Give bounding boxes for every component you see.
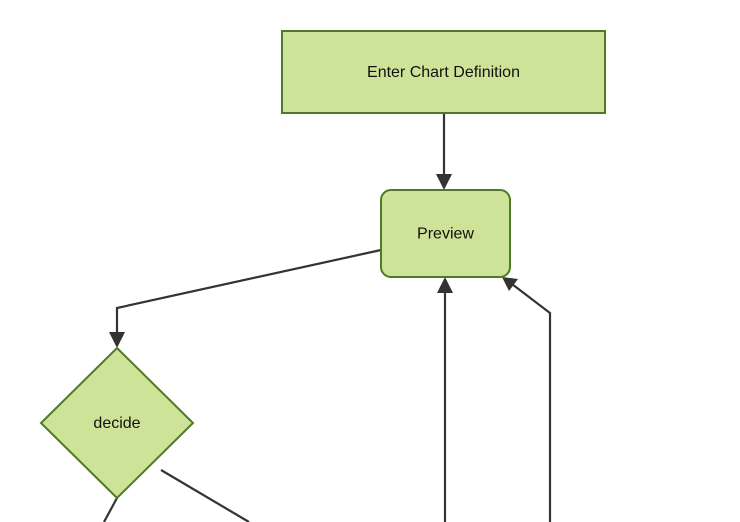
arrowhead-icon xyxy=(437,277,453,293)
edge-line xyxy=(160,469,250,522)
edge-line xyxy=(507,280,552,522)
node-enter-chart-definition[interactable]: Enter Chart Definition xyxy=(281,30,606,114)
node-layer: Enter Chart Definition Preview decide xyxy=(39,30,606,500)
arrowhead-icon xyxy=(109,332,125,348)
arrowhead-icon xyxy=(436,174,452,190)
edge-line xyxy=(103,497,118,522)
edge-into-preview-bottom-right[interactable] xyxy=(502,277,552,522)
edge-decide-down-right[interactable] xyxy=(160,469,250,522)
edge-into-preview-bottom[interactable] xyxy=(437,277,453,522)
edge-preview-to-decide[interactable] xyxy=(109,248,382,348)
node-diamond-shape xyxy=(39,346,195,500)
edge-layer xyxy=(103,113,552,522)
node-rectangle-shape xyxy=(281,30,606,114)
node-rounded-rectangle-shape xyxy=(380,189,511,278)
edge-enter-to-preview[interactable] xyxy=(436,113,452,190)
node-preview[interactable]: Preview xyxy=(380,189,511,278)
edge-line xyxy=(115,248,382,341)
edge-decide-down-left[interactable] xyxy=(103,497,118,522)
arrowhead-icon xyxy=(502,277,518,291)
